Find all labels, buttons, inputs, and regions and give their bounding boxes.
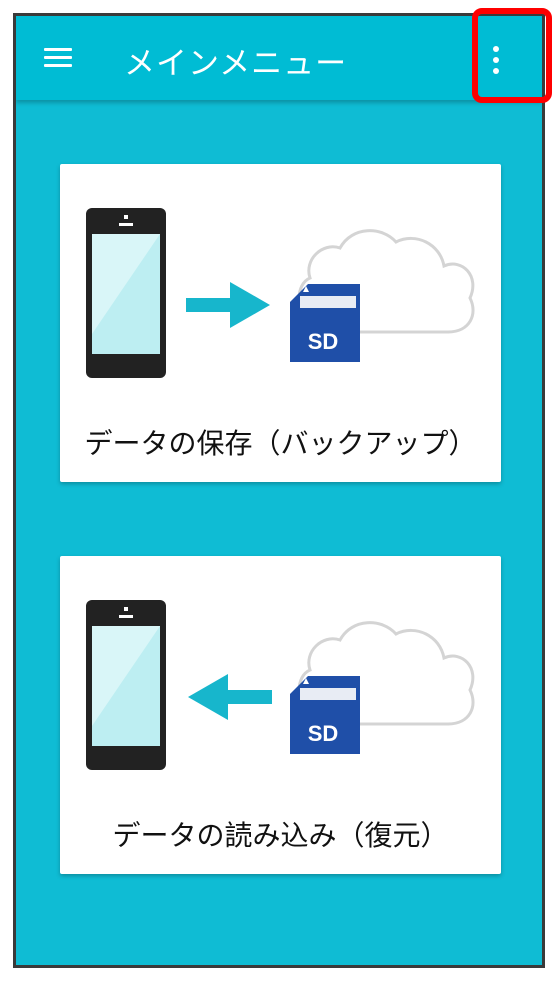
sd-label: SD [308,329,339,354]
restore-label: データの読み込み（復元） [112,819,449,852]
sd-card-icon: SD [290,284,360,362]
page-title: メインメニュー [124,46,348,82]
backup-label: データの保存（バックアップ） [84,427,477,460]
arrow-right-icon [186,282,270,328]
sd-card-icon: SD [290,676,360,754]
app-screen: メインメニュー [13,13,545,968]
smartphone-icon [86,600,166,770]
backup-card[interactable]: SD データの保存（バックアップ） [60,164,501,482]
app-bar: メインメニュー [16,16,542,100]
sd-label: SD [308,721,339,746]
hamburger-menu-icon[interactable] [44,48,72,68]
smartphone-icon [86,208,166,378]
arrow-left-icon [188,674,272,720]
more-vert-icon[interactable] [482,42,510,78]
restore-card[interactable]: SD データの読み込み（復元） [60,556,501,874]
